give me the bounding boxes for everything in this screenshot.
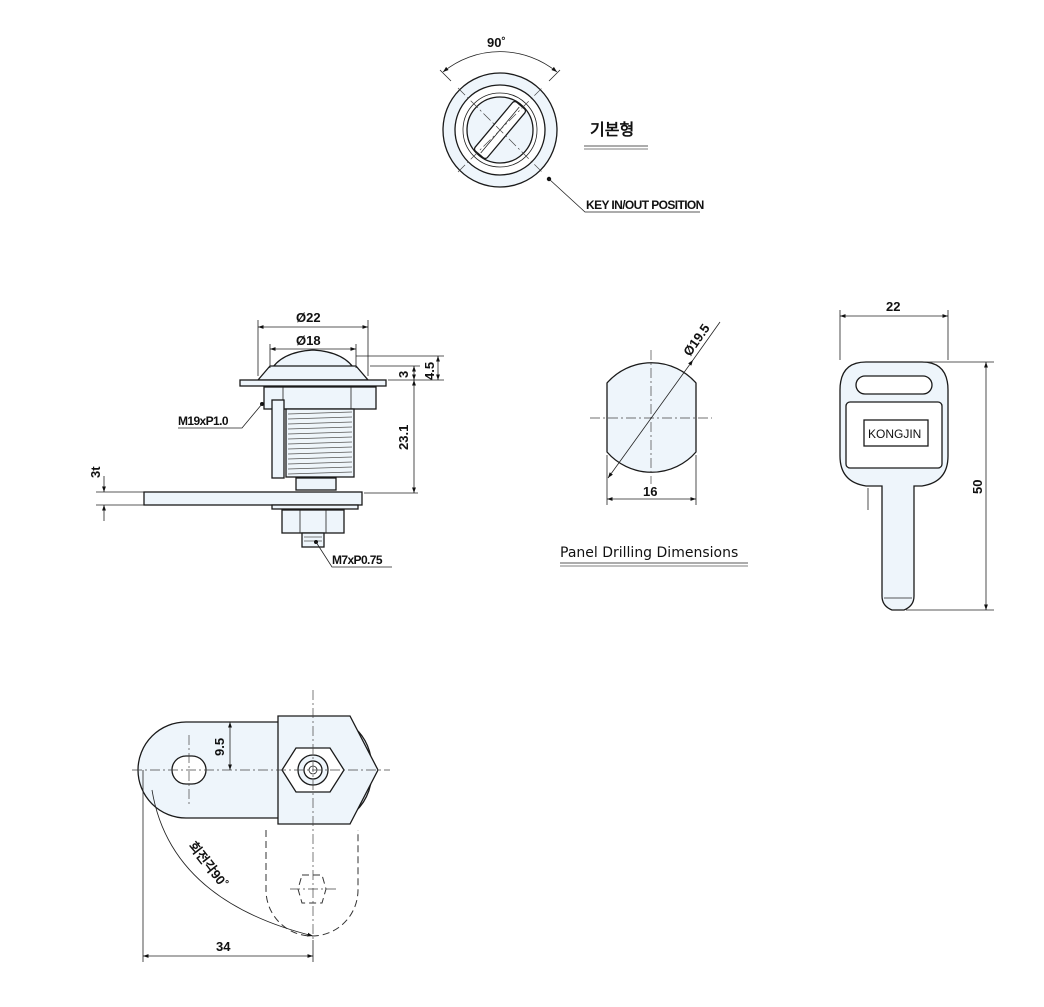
panel-dia-label: Ø19.5 — [680, 321, 713, 359]
thread-shaft-label: M7xP0.75 — [332, 553, 383, 567]
cam-length-label: 34 — [216, 939, 231, 954]
key-view: KONGJIN 22 50 — [839, 299, 994, 611]
lock-face-view: 90˚ KEY IN/OUT POSITION 기본형 — [439, 35, 704, 213]
cam-bottom-view: 9.5 회전각90˚ 34 — [132, 690, 390, 962]
key-brand-label: KONGJIN — [868, 427, 921, 441]
type-title: 기본형 — [590, 120, 634, 139]
key-width-label: 22 — [886, 299, 900, 314]
key-position-note: KEY IN/OUT POSITION — [586, 198, 704, 212]
dim-4-5: 4.5 — [422, 362, 437, 380]
thread-body-label: M19xP1.0 — [178, 414, 229, 428]
dim-23-1: 23.1 — [396, 425, 411, 450]
panel-drilling-view: Ø19.5 16 Panel Drilling Dimensions — [560, 321, 748, 567]
dim-dia-18: Ø18 — [296, 333, 321, 348]
thread-lines — [287, 411, 353, 475]
key-length-label: 50 — [970, 480, 985, 494]
panel-drilling-caption: Panel Drilling Dimensions — [560, 545, 738, 561]
cam-offset-label: 9.5 — [212, 738, 227, 756]
angle-label: 90˚ — [487, 35, 506, 50]
plate-thickness-label: 3t — [88, 466, 103, 478]
lock-side-view: Ø22 Ø18 4.5 3 23.1 M19xP1.0 M7xP0.75 3t — [88, 310, 444, 568]
rotation-note: 회전각90˚ — [186, 839, 231, 891]
dim-dia-22: Ø22 — [296, 310, 321, 325]
panel-flat-label: 16 — [643, 484, 657, 499]
dim-3: 3 — [396, 371, 411, 378]
